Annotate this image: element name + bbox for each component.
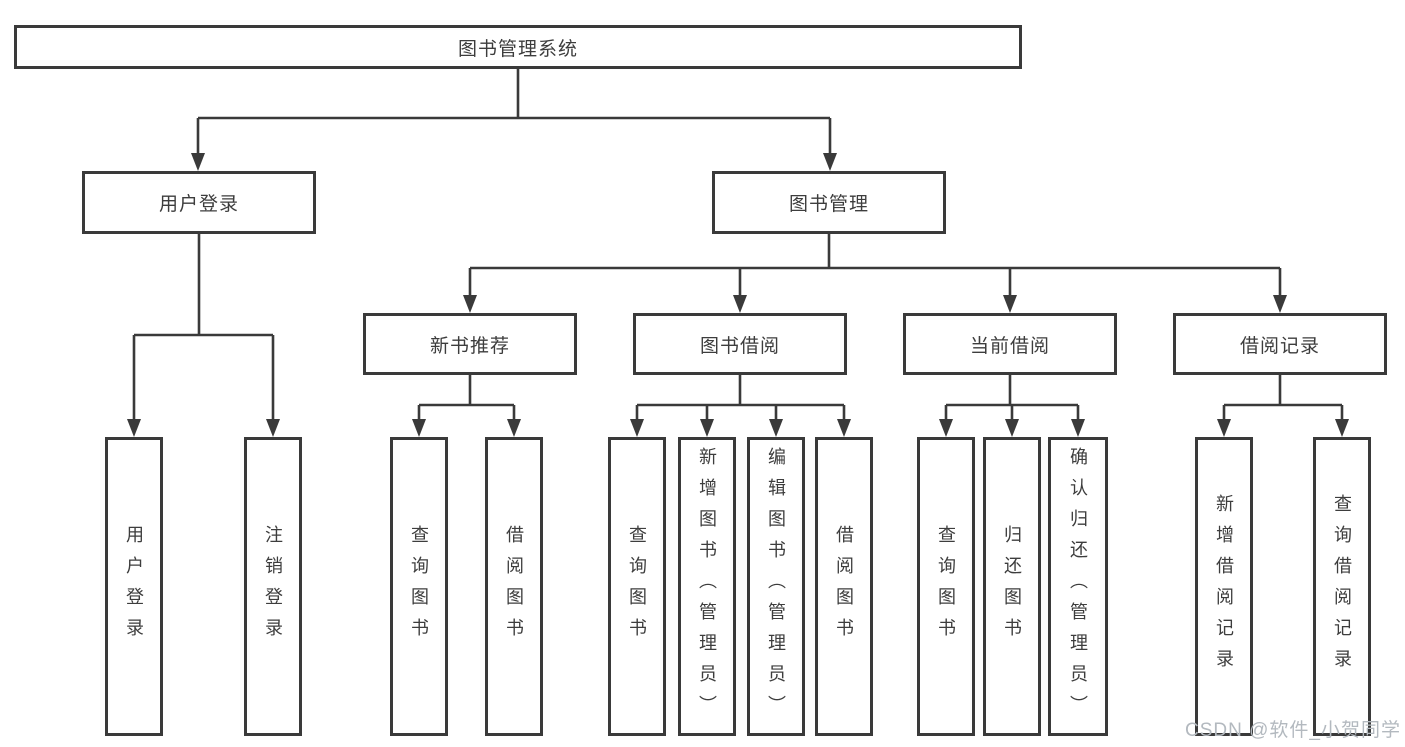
leaf-box-edit-book-admin: 编辑图书（管理员） xyxy=(747,437,805,736)
node-label: 当前借阅 xyxy=(969,335,1050,357)
leaf-box-query-books: 查询图书 xyxy=(390,437,448,736)
arrowhead xyxy=(837,419,851,437)
arrowhead xyxy=(630,419,644,437)
leaf-box-borrow-books: 借阅图书 xyxy=(485,437,543,736)
arrowhead xyxy=(191,153,205,171)
arrowhead xyxy=(127,419,141,437)
node-box-book-borrowing: 图书借阅 xyxy=(633,313,847,375)
arrowhead xyxy=(1217,419,1231,437)
csdn-watermark: CSDN @软件_小贺同学 xyxy=(1185,720,1401,741)
leaf-box-add-book-admin: 新增图书（管理员） xyxy=(678,437,736,736)
leaf-box-logout: 注销登录 xyxy=(244,437,302,736)
arrowhead xyxy=(823,153,837,171)
node-label: 新增图书（管理员） xyxy=(697,447,717,726)
arrowhead xyxy=(1071,419,1085,437)
node-label: 编辑图书（管理员） xyxy=(766,447,786,726)
arrowhead xyxy=(1005,419,1019,437)
node-label: 借阅图书 xyxy=(504,524,524,649)
arrowhead xyxy=(1335,419,1349,437)
arrowhead xyxy=(463,295,477,313)
arrowhead xyxy=(733,295,747,313)
node-label: 查询图书 xyxy=(936,524,956,649)
arrowhead xyxy=(266,419,280,437)
node-box-user-login: 用户登录 xyxy=(82,171,316,234)
node-label: 新增借阅记录 xyxy=(1214,493,1234,680)
leaf-box-user-login: 用户登录 xyxy=(105,437,163,736)
node-label: 确认归还（管理员） xyxy=(1068,447,1088,726)
leaf-box-query-books: 查询图书 xyxy=(917,437,975,736)
leaf-box-query-borrow-record: 查询借阅记录 xyxy=(1313,437,1371,736)
node-label: 借阅图书 xyxy=(834,524,854,649)
leaf-box-confirm-return-admin: 确认归还（管理员） xyxy=(1048,437,1108,736)
leaf-box-borrow-books: 借阅图书 xyxy=(815,437,873,736)
node-label: 查询图书 xyxy=(627,524,647,649)
node-box-current-borrowing: 当前借阅 xyxy=(903,313,1117,375)
node-box-new-book-recommend: 新书推荐 xyxy=(363,313,577,375)
node-label: 用户登录 xyxy=(124,524,144,649)
arrowhead xyxy=(1273,295,1287,313)
arrowhead xyxy=(700,419,714,437)
node-box-book-management: 图书管理 xyxy=(712,171,946,234)
node-label: 图书管理 xyxy=(788,194,869,215)
node-label: 查询图书 xyxy=(409,524,429,649)
node-box-root-system: 图书管理系统 xyxy=(14,25,1022,69)
leaf-box-query-books: 查询图书 xyxy=(608,437,666,736)
leaf-box-return-book: 归还图书 xyxy=(983,437,1041,736)
leaf-box-add-borrow-record: 新增借阅记录 xyxy=(1195,437,1253,736)
node-label: 图书借阅 xyxy=(699,335,780,357)
arrowhead xyxy=(412,419,426,437)
node-label: 图书管理系统 xyxy=(457,38,578,60)
node-label: 用户登录 xyxy=(158,194,239,215)
arrowhead xyxy=(507,419,521,437)
arrowhead xyxy=(1003,295,1017,313)
arrowhead xyxy=(769,419,783,437)
node-box-borrowing-records: 借阅记录 xyxy=(1173,313,1387,375)
node-label: 借阅记录 xyxy=(1239,335,1320,357)
node-label: 新书推荐 xyxy=(429,335,510,357)
arrowhead xyxy=(939,419,953,437)
node-label: 归还图书 xyxy=(1002,524,1022,649)
node-label: 查询借阅记录 xyxy=(1332,493,1352,680)
node-label: 注销登录 xyxy=(263,524,283,649)
